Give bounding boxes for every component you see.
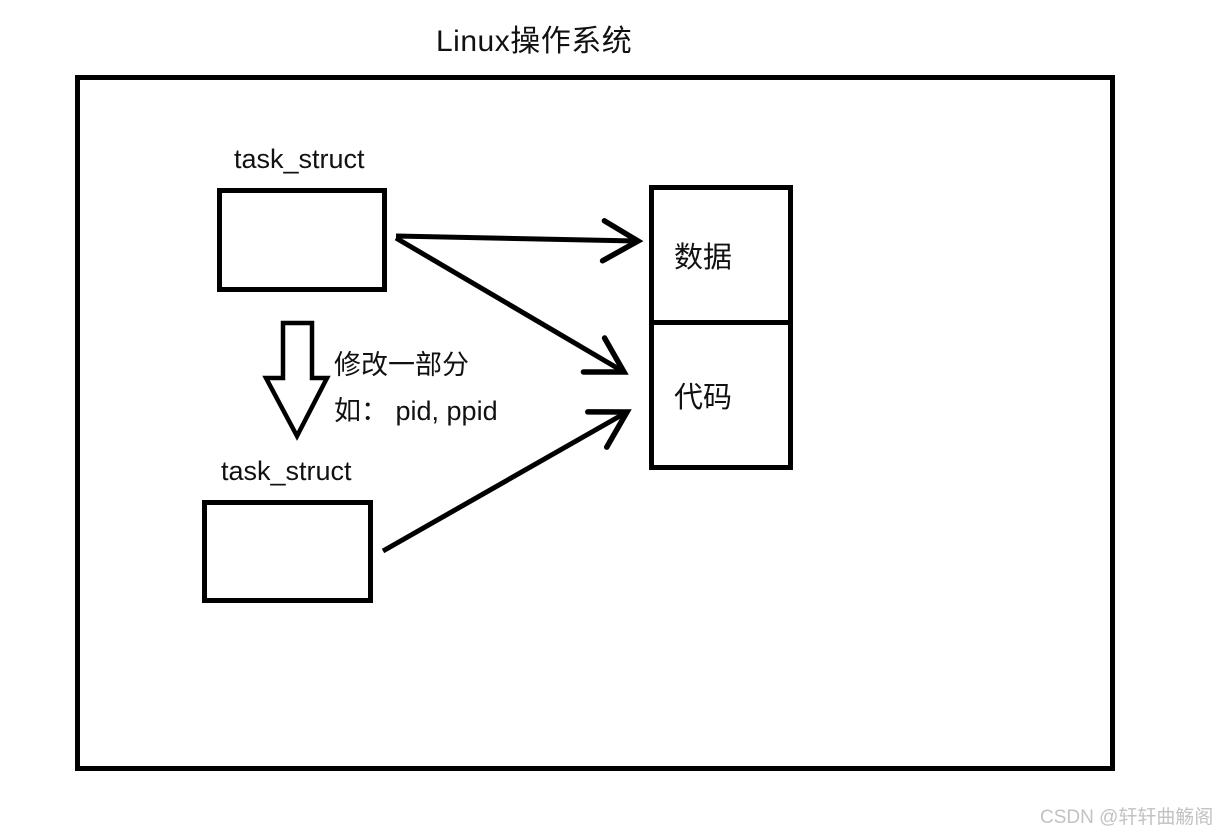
task-struct-bottom-label: task_struct bbox=[221, 456, 352, 486]
diagram-title: Linux操作系统 bbox=[436, 25, 633, 58]
code-segment-label: 代码 bbox=[674, 382, 733, 414]
os-boundary-box bbox=[75, 75, 1115, 771]
watermark: CSDN @轩轩曲觞阁 bbox=[1040, 807, 1214, 828]
code-segment-box: 代码 bbox=[649, 320, 793, 470]
data-segment-box: 数据 bbox=[649, 185, 793, 325]
task-struct-top-label: task_struct bbox=[234, 144, 365, 174]
task-struct-top-box bbox=[217, 188, 387, 292]
modify-note-line2: 如： pid, ppid bbox=[334, 396, 498, 426]
task-struct-bottom-box bbox=[202, 500, 373, 603]
modify-note-line1: 修改一部分 bbox=[334, 350, 469, 380]
data-segment-label: 数据 bbox=[674, 242, 733, 274]
